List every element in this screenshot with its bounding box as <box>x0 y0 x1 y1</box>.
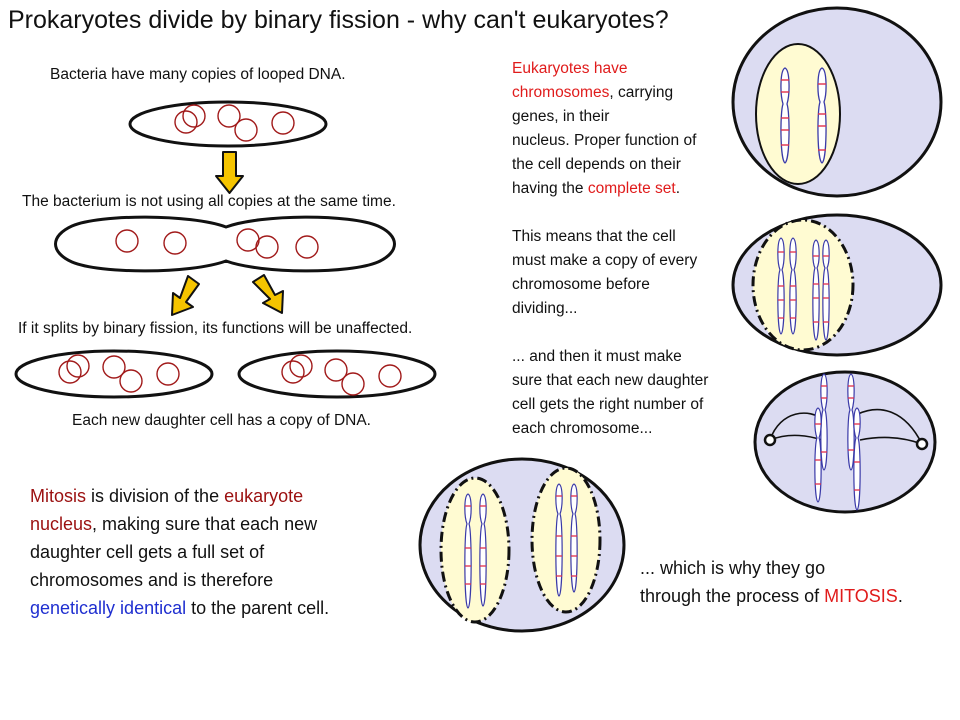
dna-loop <box>217 104 241 128</box>
dna-loop <box>119 369 143 393</box>
dna-loop <box>163 231 187 255</box>
text-span: through the process of <box>640 586 825 606</box>
arrow-down-left <box>171 275 200 316</box>
text-line: dividing... <box>512 300 578 317</box>
text-line: must make a copy of every <box>512 252 698 269</box>
dna-loop <box>281 360 305 384</box>
dna-loop <box>271 111 295 135</box>
chromosome-pair <box>555 483 578 597</box>
text-line: ... which is why they go <box>640 558 826 578</box>
eukaryote-cell-two-nuclei <box>418 457 626 633</box>
dna-loop <box>295 235 319 259</box>
daughter-cell-left <box>14 349 214 399</box>
centrosome <box>763 433 777 447</box>
text-span: to the parent cell. <box>186 598 330 618</box>
arrow-down-right <box>252 274 284 314</box>
dna-loop <box>66 354 90 378</box>
dna-loop <box>378 364 402 388</box>
eukaryote-paragraph-3: ... and then it must make sure that each… <box>512 345 742 441</box>
text-line: sure that each new daughter <box>512 372 709 389</box>
text-highlight: complete set <box>587 180 676 197</box>
dna-loop <box>115 229 139 253</box>
eukaryote-cell-spindle <box>753 370 937 514</box>
text-highlight: eukaryote <box>224 486 304 506</box>
eukaryote-cell-replicated <box>731 213 943 357</box>
caption-looped-dna: Bacteria have many copies of looped DNA. <box>50 66 346 83</box>
text-line: chromosome before <box>512 276 650 293</box>
text-span: having the <box>512 180 588 197</box>
eukaryote-cell-interphase <box>731 6 943 198</box>
chromosome <box>780 67 790 164</box>
text-span: is division of the <box>86 486 225 506</box>
eukaryote-paragraph-1: Eukaryotes have chromosomes, carrying ge… <box>512 57 732 201</box>
conclusion-text: ... which is why they go through the pro… <box>640 554 950 610</box>
text-line: nucleus. Proper function of <box>512 132 697 149</box>
arrow-down <box>215 151 244 194</box>
dna-loop <box>174 110 198 134</box>
daughter-cell-right <box>237 349 437 399</box>
dna-loop <box>255 235 279 259</box>
dna-loop <box>324 358 348 382</box>
caption-binary-fission: If it splits by binary fission, its func… <box>18 320 413 337</box>
dna-loop <box>289 354 313 378</box>
text-line: cell gets the right number of <box>512 396 704 413</box>
text-line: the cell depends on their <box>512 156 681 173</box>
chromosome-pair <box>464 493 487 609</box>
eukaryote-paragraph-2: This means that the cell must make a cop… <box>512 225 732 321</box>
text-highlight: MITOSIS <box>824 586 898 606</box>
caption-daughter-copy: Each new daughter cell has a copy of DNA… <box>72 412 371 429</box>
dna-loop <box>234 118 258 142</box>
text-span: . <box>897 586 903 606</box>
dna-loop <box>58 360 82 384</box>
text-line: chromosomes and is therefore <box>30 570 274 590</box>
bacterium-dividing <box>54 215 396 273</box>
dna-loop <box>102 355 126 379</box>
text-line: each chromosome... <box>512 420 653 437</box>
text-line: genes, in their <box>512 108 610 125</box>
text-highlight: chromosomes <box>512 84 610 101</box>
text-highlight: nucleus <box>30 514 93 534</box>
chromosome <box>817 67 827 164</box>
text-line: daughter cell gets a full set of <box>30 542 265 562</box>
text-highlight: genetically identical <box>30 598 187 618</box>
caption-not-using: The bacterium is not using all copies at… <box>22 193 396 210</box>
text-line: This means that the cell <box>512 228 676 245</box>
mitosis-definition: Mitosis is division of the eukaryote nuc… <box>30 482 410 622</box>
bacterium-original <box>128 100 328 148</box>
text-span: , making sure that each new <box>92 514 318 534</box>
text-span: . <box>675 180 681 197</box>
page-title: Prokaryotes divide by binary fission - w… <box>8 6 669 34</box>
text-highlight: Mitosis <box>30 486 87 506</box>
dna-loop <box>182 104 206 128</box>
centrosome <box>915 437 929 451</box>
text-highlight: Eukaryotes have <box>512 60 628 77</box>
text-span: , carrying <box>609 84 674 101</box>
chromosome-pair <box>812 239 830 341</box>
dna-loop <box>341 372 365 396</box>
dna-loop <box>156 362 180 386</box>
text-line: ... and then it must make <box>512 348 682 365</box>
